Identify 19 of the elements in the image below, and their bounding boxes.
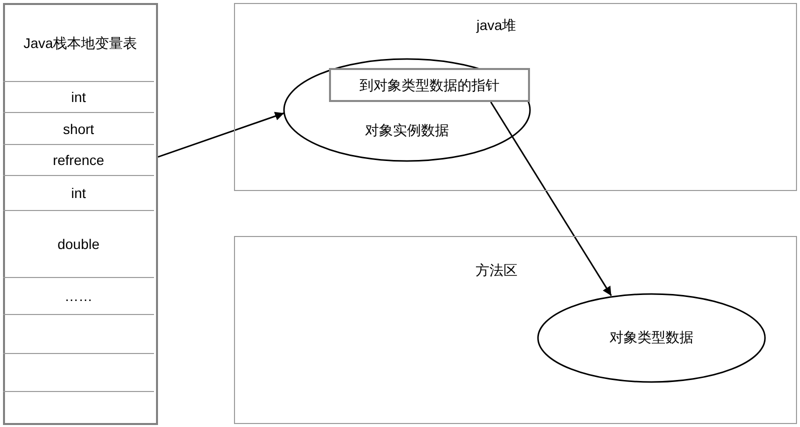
table-row: int [3,81,154,112]
heap-region-box [234,3,797,191]
table-row: double [3,210,154,277]
ellipse-label: 对象类型数据 [610,329,694,347]
region-title: 方法区 [476,262,518,280]
method-area-box [234,236,797,424]
stack-table [3,3,158,425]
table-row: int [3,175,154,210]
pointer-box: 到对象类型数据的指针 [329,68,530,102]
ellipse-shape [283,58,531,162]
table-row: …… [3,277,154,314]
region-title: java堆 [476,17,516,35]
table-header: Java栈本地变量表 [24,34,138,52]
ellipse-shape [537,293,766,383]
arrow [158,112,284,158]
ellipse-label: 对象实例数据 [365,122,449,140]
arrow [490,102,612,296]
table-row: short [3,112,154,144]
table-row: refrence [3,144,154,175]
